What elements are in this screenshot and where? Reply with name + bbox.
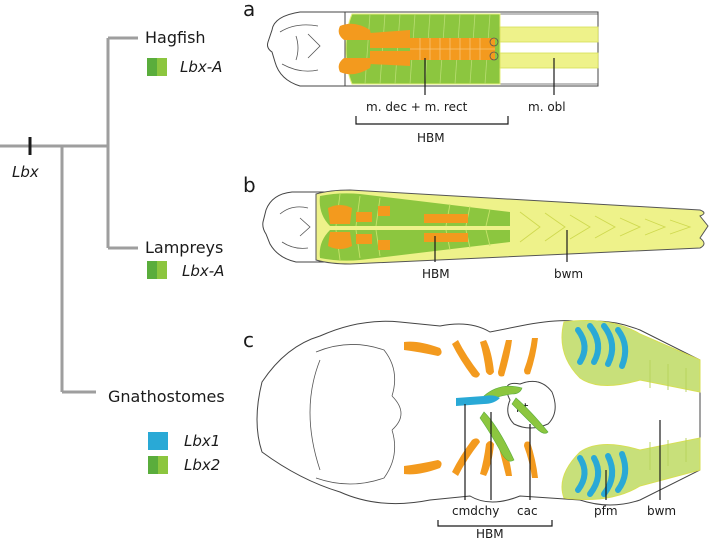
taxon-hagfish: Hagfish [145, 28, 206, 47]
label-hbm-b: HBM [422, 267, 450, 281]
lbx-a-color-chip-icon [147, 261, 167, 279]
root-gene-label: Lbx [12, 163, 39, 181]
taxon-lampreys: Lampreys [145, 238, 223, 257]
label-chy: chy [478, 504, 499, 518]
label-cmd: cmd [452, 504, 478, 518]
label-hbm-a: HBM [417, 131, 445, 145]
label-bwm-c: bwm [647, 504, 676, 518]
panel-a-label: a [243, 0, 255, 21]
label-hbm-c: HBM [476, 527, 504, 541]
panel-b-label: b [243, 173, 256, 197]
heart-ht [506, 380, 556, 429]
panel-a-hagfish: a m [243, 0, 599, 145]
taxon-gnathostomes: Gnathostomes [108, 387, 225, 406]
label-bwm-b: bwm [554, 267, 583, 281]
lampreys-gene-lbx-a: Lbx-A [182, 262, 224, 280]
label-pfm: pfm [594, 504, 618, 518]
label-cac: cac [517, 504, 538, 518]
lbx2-color-chip-icon [148, 456, 168, 474]
gnathostome-gene-lbx2: Lbx2 [184, 456, 220, 474]
panel-b-lamprey: b [243, 173, 709, 281]
lbx-a-color-chip-icon [147, 58, 167, 76]
panel-c-label: c [243, 328, 254, 352]
label-m-dec-m-rect: m. dec + m. rect [366, 100, 468, 114]
cmd-muscle [456, 395, 500, 406]
label-m-obl: m. obl [528, 100, 566, 114]
gnathostome-gene-lbx1: Lbx1 [184, 432, 220, 450]
phylogenetic-tree: Lbx Hagfish Lbx-A Lampreys Lbx-A Gnathos… [0, 28, 225, 474]
panel-c-gnathostome: c ht [243, 320, 701, 541]
hagfish-gene-lbx-a: Lbx-A [180, 58, 222, 76]
lbx1-color-chip-icon [148, 432, 168, 450]
